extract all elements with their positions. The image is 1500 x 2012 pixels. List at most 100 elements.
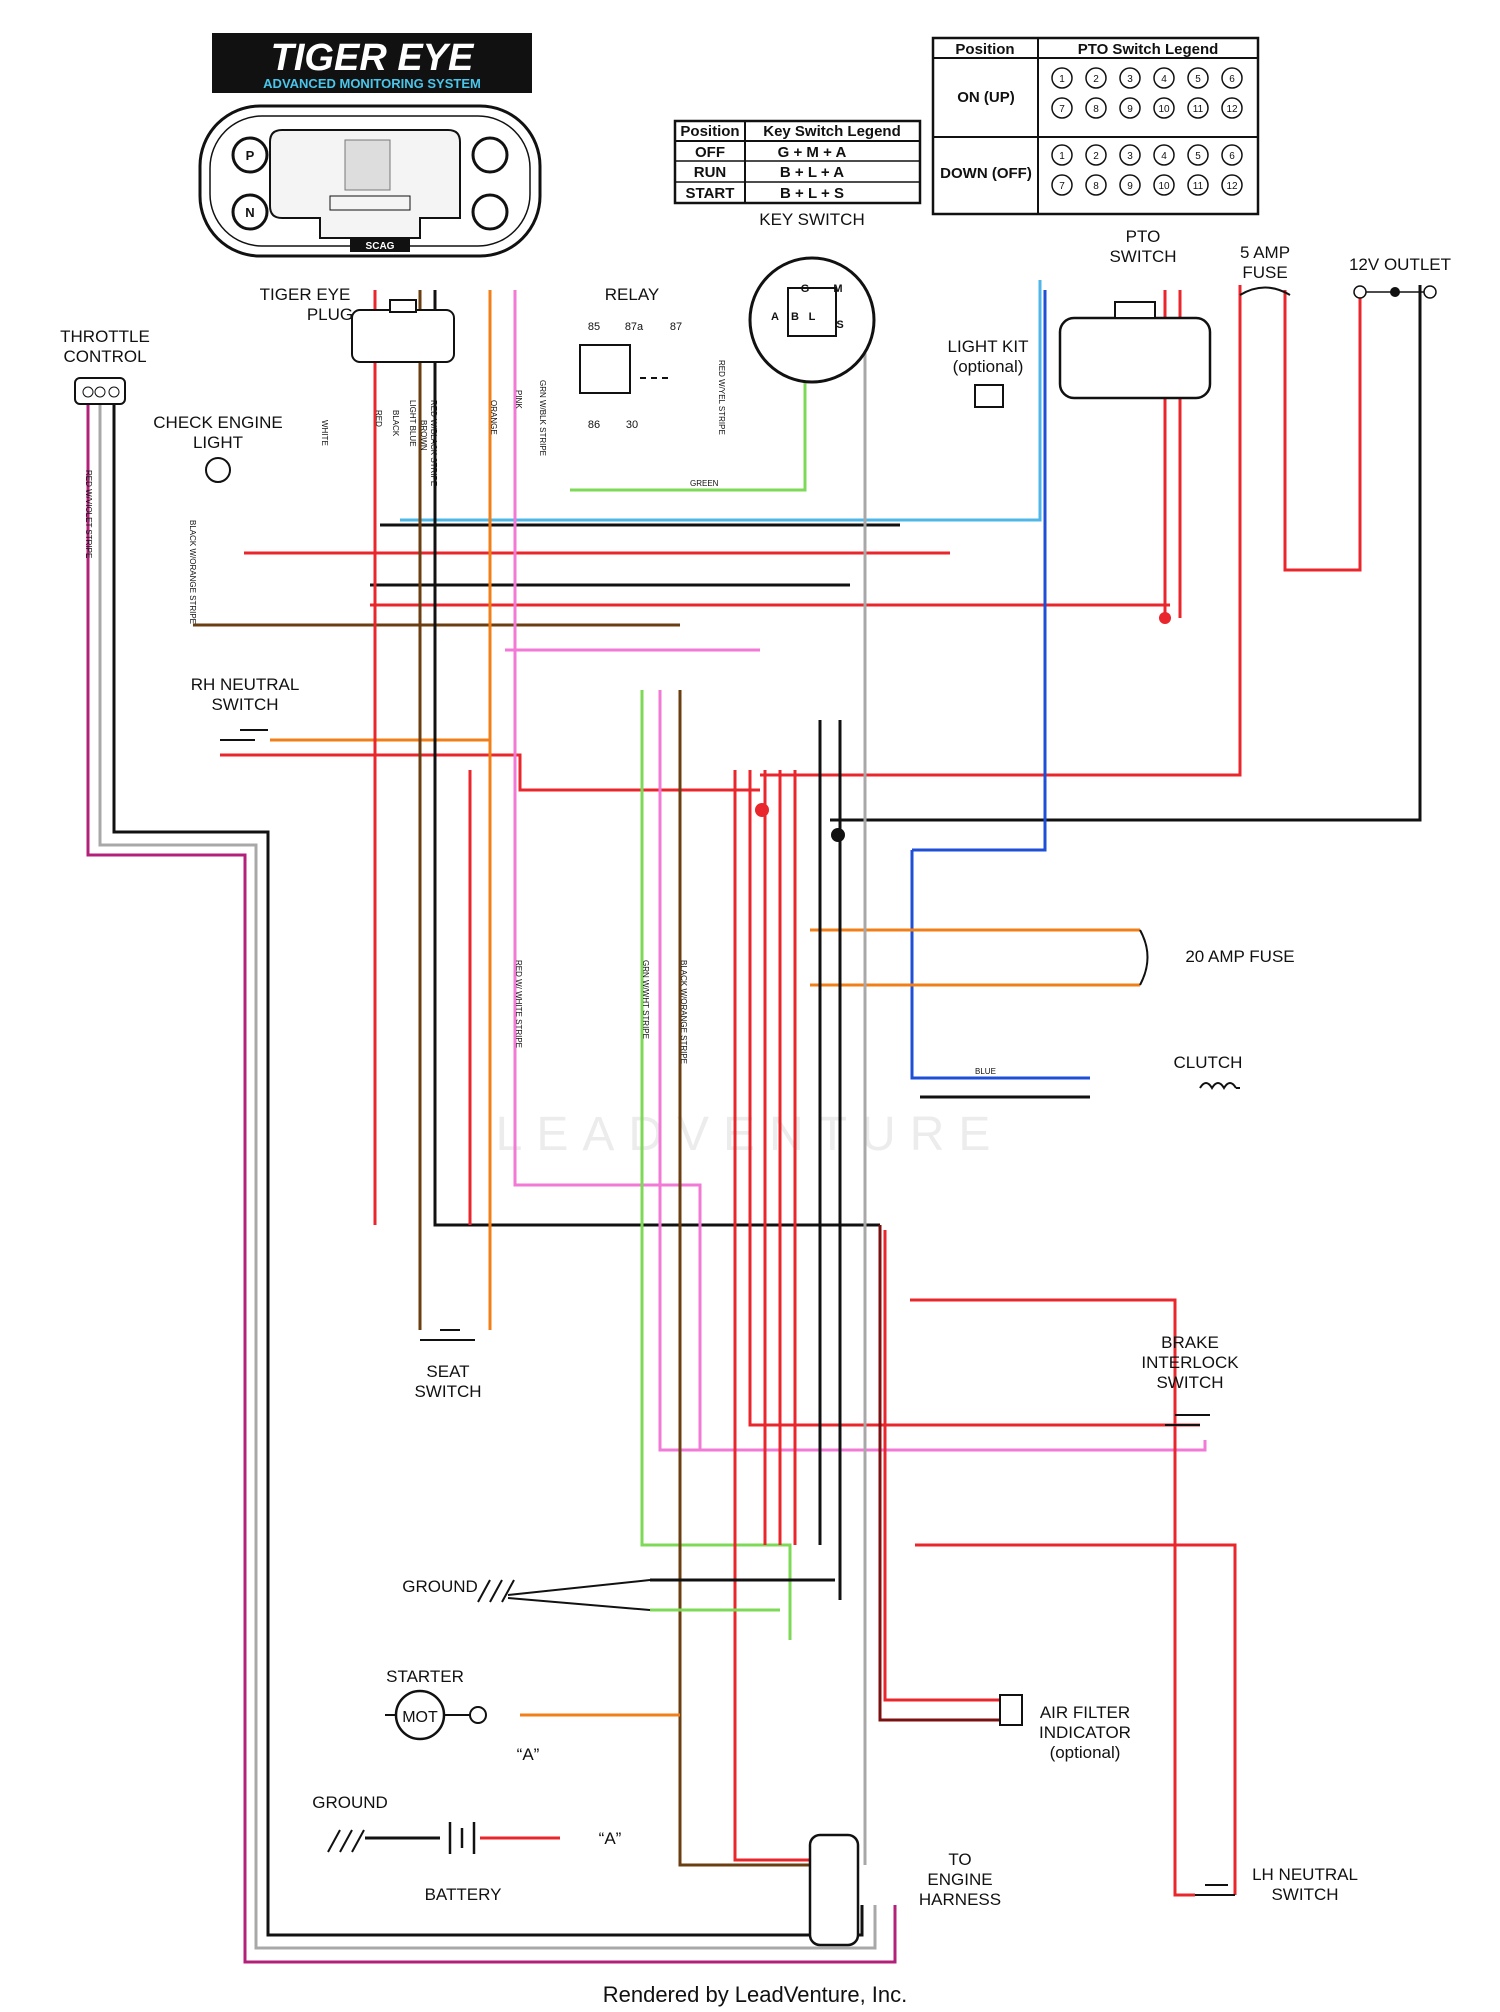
pto-pin-label: 12	[1226, 104, 1238, 115]
wire-label-orange: ORANGE	[489, 400, 498, 435]
pto-pin-label: 11	[1193, 181, 1204, 192]
key-switch-label: KEY SWITCH	[759, 210, 864, 229]
logo-subtitle: ADVANCED MONITORING SYSTEM	[263, 76, 481, 91]
pto-pin-label: 5	[1195, 151, 1201, 162]
ground-1-icon	[477, 1579, 651, 1611]
pto-pin-label: 10	[1158, 181, 1170, 192]
point-a-starter: “A”	[517, 1745, 540, 1764]
wire-label-black-orange-2: BLACK W/ORANGE STRIPE	[188, 520, 197, 624]
pto-pin-label: 7	[1059, 181, 1065, 192]
pto-pin-1	[1051, 144, 1073, 166]
pto-pin-12	[1221, 174, 1243, 196]
key-pin-S: S	[836, 319, 843, 331]
wire-label-red-yel: RED W/YEL STRIPE	[717, 360, 726, 435]
key-pin-A: A	[771, 311, 779, 323]
pto-pin-label: 2	[1093, 74, 1099, 85]
pto-pin-9	[1119, 174, 1141, 196]
air-filter-indicator-connector	[999, 1694, 1023, 1726]
pto-pin-8	[1085, 97, 1107, 119]
footer-credit: Rendered by LeadVenture, Inc.	[603, 1982, 908, 2007]
wire-label-red-white: RED W/ WHITE STRIPE	[514, 960, 523, 1048]
pto-pin-9	[1119, 97, 1141, 119]
clutch-coil-icon	[1199, 1082, 1240, 1090]
pto-legend-header-legend: PTO Switch Legend	[1078, 41, 1219, 58]
pto-pin-label: 9	[1127, 181, 1133, 192]
wrench-button-icon	[471, 136, 509, 174]
pto-pin-11	[1187, 174, 1209, 196]
battery-icon	[448, 1822, 476, 1854]
pto-legend-header-position: Position	[955, 41, 1014, 58]
key-legend-start: START	[686, 185, 735, 202]
wire-label-pink: PINK	[514, 390, 523, 409]
relay-pin-87a: 87a	[625, 321, 644, 333]
relay-pin-85: 85	[588, 321, 600, 333]
pto-pin-label: 8	[1093, 104, 1099, 115]
pto-pin-7	[1051, 174, 1073, 196]
wire-label-grn-white: GRN W/WHT STRIPE	[641, 960, 650, 1039]
engine-harness-connector	[808, 1833, 860, 1947]
check-engine-lamp-icon	[205, 457, 231, 483]
pto-pin-label: 1	[1059, 74, 1065, 85]
key-pin-B: B	[791, 311, 799, 323]
fuse-5-amp	[1239, 286, 1291, 296]
pto-pin-label: 3	[1127, 151, 1133, 162]
pto-pin-10	[1153, 174, 1175, 196]
outlet-12v	[1353, 285, 1437, 299]
pto-pin-label: 6	[1229, 151, 1235, 162]
wire-label-red-violet: RED W/VIOLET STRIPE	[84, 470, 93, 558]
rh-neutral-switch-icon	[220, 729, 268, 741]
key-pin-G: G	[801, 283, 810, 295]
pto-switch-legend: Position PTO Switch Legend ON (UP) DOWN …	[931, 36, 1260, 216]
tiger-eye-logo: TIGER EYE ADVANCED MONITORING SYSTEM	[212, 33, 532, 93]
seat-switch-icon	[420, 1329, 475, 1341]
key-legend-run-value: B + L + A	[780, 164, 844, 181]
pto-pin-6	[1221, 144, 1243, 166]
tiger-eye-display: SCAG P N	[198, 104, 542, 258]
watermark: LEADVENTURE	[496, 1108, 1005, 1161]
pto-pin-4	[1153, 144, 1175, 166]
ground-1-label: GROUND	[402, 1577, 478, 1596]
pto-pin-label: 9	[1127, 104, 1133, 115]
pto-pin-label: 3	[1127, 74, 1133, 85]
pto-pin-label: 8	[1093, 181, 1099, 192]
tiger-eye-plug-connector	[351, 299, 455, 363]
wire-label-brown: BROWN	[419, 420, 428, 451]
wire-label-red: RED	[374, 410, 383, 427]
pto-pin-3	[1119, 67, 1141, 89]
key-legend-run: RUN	[694, 164, 727, 181]
wire-label-grn-black: GRN W/BLK STRIPE	[538, 380, 547, 456]
pto-pin-5	[1187, 144, 1209, 166]
wire-label-black: BLACK	[391, 410, 400, 437]
pto-pin-1	[1051, 67, 1073, 89]
pto-legend-on: ON (UP)	[957, 89, 1015, 106]
relay-pin-30: 30	[626, 419, 638, 431]
starter-label: STARTER	[386, 1667, 464, 1686]
wire-label-red-black: RED W/BLACK STRIPE	[429, 400, 438, 486]
n-button-icon	[231, 193, 269, 231]
camera-button-icon	[471, 193, 509, 231]
wire-label-light-blue: LIGHT BLUE	[408, 400, 417, 447]
throttle-control-connector	[74, 377, 126, 405]
clutch-label: CLUTCH	[1174, 1053, 1243, 1072]
pto-pin-4	[1153, 67, 1175, 89]
svg-text:P: P	[246, 148, 255, 163]
pto-pin-3	[1119, 144, 1141, 166]
pto-pin-2	[1085, 144, 1107, 166]
key-switch-legend: Position Key Switch Legend OFF G + M + A…	[673, 119, 922, 205]
fuse-20-amp	[1139, 929, 1149, 986]
ground-2-icon	[327, 1829, 365, 1853]
battery-label: BATTERY	[425, 1885, 502, 1904]
relay-label: RELAY	[605, 285, 660, 304]
key-legend-off-value: G + M + A	[778, 144, 847, 161]
relay-pin-86: 86	[588, 419, 600, 431]
brake-interlock-switch-icon	[1165, 1414, 1210, 1426]
